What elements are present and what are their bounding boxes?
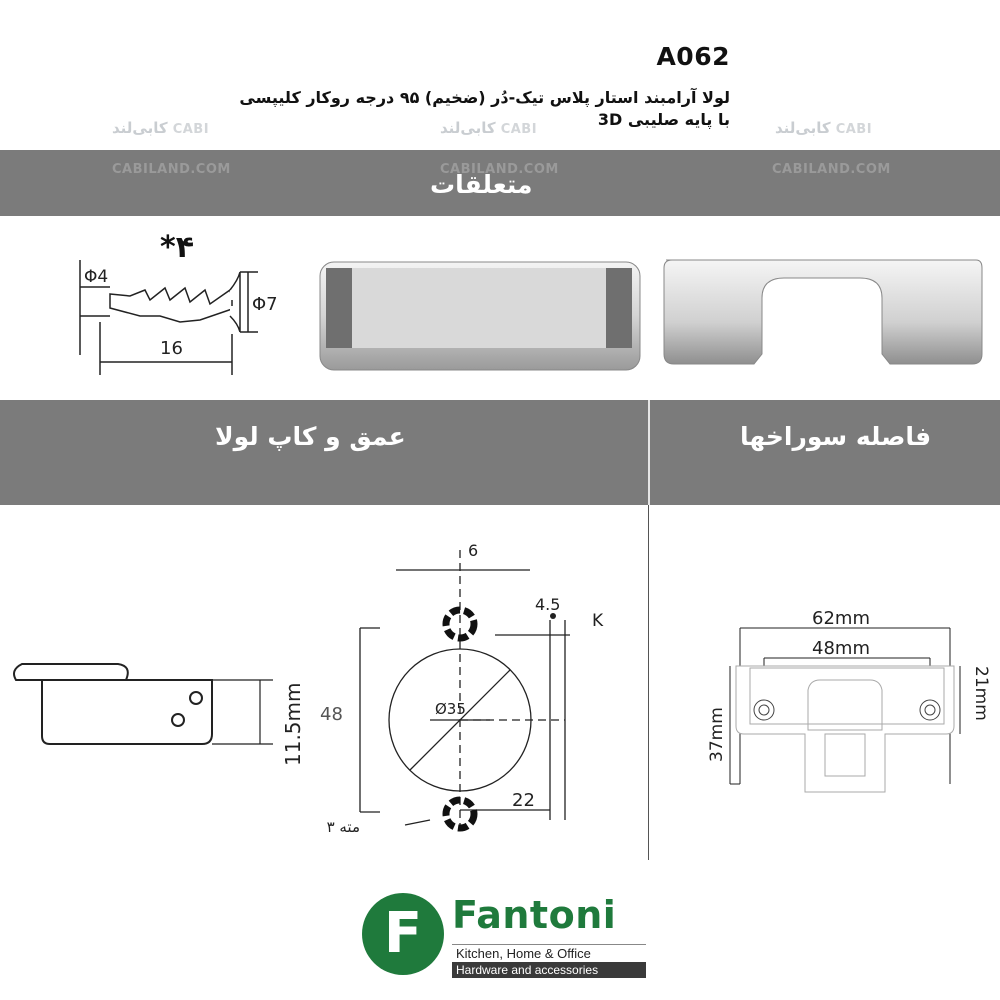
product-title-line2: با پایه صلیبی 3D xyxy=(597,110,730,129)
watermark-site: CABILAND.COM xyxy=(772,162,891,177)
brand-logo-icon: F xyxy=(362,893,444,975)
watermark-logo: CABI xyxy=(500,122,538,137)
screw-drawing: Φ4 Φ7 16 xyxy=(79,260,278,375)
product-code: A062 xyxy=(656,42,730,71)
watermark-3: کابی‌لند CABI xyxy=(775,118,872,137)
cup-drilling-diagram: 6 4.5 K 48 Ø35 22 مته ۳ xyxy=(320,541,604,836)
watermark-site: CABILAND.COM xyxy=(440,162,559,177)
watermark-name: کابی‌لند xyxy=(775,119,831,137)
screw-length-label: 16 xyxy=(160,338,183,359)
cover-cap-image xyxy=(319,261,641,371)
plate-outer-width: 62mm xyxy=(812,608,870,629)
depth-diagram: 11.5mm xyxy=(13,663,305,767)
cup-k-label: K xyxy=(592,611,604,631)
accessories-band: CABILAND.COM CABILAND.COM CABILAND.COM م… xyxy=(0,150,1000,216)
depth-heading: عمق و کاپ لولا xyxy=(215,422,406,451)
cup-distance-label: 4.5 xyxy=(535,595,560,614)
brand-tagline-1: Kitchen, Home & Office xyxy=(452,944,646,963)
band-divider xyxy=(648,400,650,505)
holes-heading: فاصله سوراخها xyxy=(740,422,932,451)
watermark-name: کابی‌لند xyxy=(440,119,496,137)
section-divider xyxy=(648,505,649,860)
accessories-heading: متعلقات xyxy=(430,170,533,199)
watermark-name: کابی‌لند xyxy=(112,119,168,137)
brand-tagline-2: Hardware and accessories xyxy=(452,962,646,978)
watermark-1: کابی‌لند CABI xyxy=(112,118,209,137)
plate-right-height: 21mm xyxy=(971,666,991,721)
cup-offset-label: 6 xyxy=(468,541,478,560)
plate-holes-diagram: 62mm 48mm 37mm 21mm xyxy=(707,608,991,793)
cup-edge-label: 22 xyxy=(512,790,535,811)
screw-shank-label: Φ4 xyxy=(84,267,108,287)
product-title-line1: لولا آرامبند استار پلاس تیک-دُر (ضخیم) ۹… xyxy=(239,88,730,107)
depth-label: 11.5mm xyxy=(281,683,305,767)
cup-diameter-label: Ø35 xyxy=(435,700,466,718)
watermark-logo: CABI xyxy=(172,122,210,137)
watermark-2: کابی‌لند CABI xyxy=(440,118,537,137)
screw-head-label: Φ7 xyxy=(252,294,278,315)
cup-height-label: 48 xyxy=(320,704,343,725)
cup-drill-label: مته ۳ xyxy=(327,818,360,836)
watermark-site: CABILAND.COM xyxy=(112,162,231,177)
plate-inner-width: 48mm xyxy=(812,638,870,659)
watermark-logo: CABI xyxy=(835,122,873,137)
brand-name: Fantoni xyxy=(452,893,617,937)
section-headings-band: عمق و کاپ لولا فاصله سوراخها xyxy=(0,400,1000,505)
plate-left-height: 37mm xyxy=(707,707,727,762)
screw-quantity: ۴* xyxy=(160,230,195,265)
mounting-plate-image xyxy=(663,259,983,365)
